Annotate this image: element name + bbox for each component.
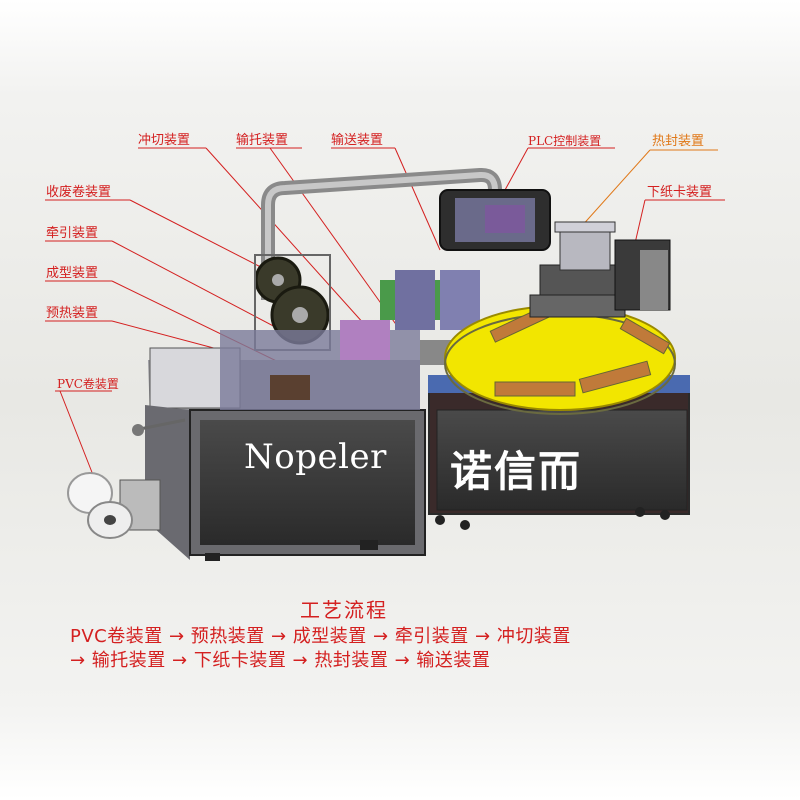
brand-english: Nopeler (244, 437, 387, 477)
label-plc-control-device: PLC控制装置 (528, 134, 602, 148)
label-traction-device: 牵引装置 (46, 226, 99, 241)
label-pvc-roll-device: PVC卷装置 (57, 377, 119, 391)
label-card-feeder-device: 下纸卡装置 (647, 185, 713, 200)
label-punch-device: 冲切装置 (138, 133, 191, 148)
process-title: 工艺流程 (300, 598, 388, 622)
process-flow-line-2: → 输托装置 → 下纸卡装置 → 热封装置 → 输送装置 (70, 650, 491, 671)
brand-chinese: 诺信而 (450, 447, 583, 496)
label-conveyor-device: 输送装置 (331, 133, 384, 148)
process-flow-line-1: PVC卷装置 → 预热装置 → 成型装置 → 牵引装置 → 冲切装置 (70, 626, 571, 647)
label-waste-winder-device: 收废卷装置 (46, 185, 112, 200)
label-heat-seal-device: 热封装置 (652, 134, 705, 149)
label-forming-device: 成型装置 (46, 266, 99, 281)
label-preheat-device: 预热装置 (46, 306, 99, 321)
label-transfer-tray-device: 输托装置 (236, 133, 289, 148)
